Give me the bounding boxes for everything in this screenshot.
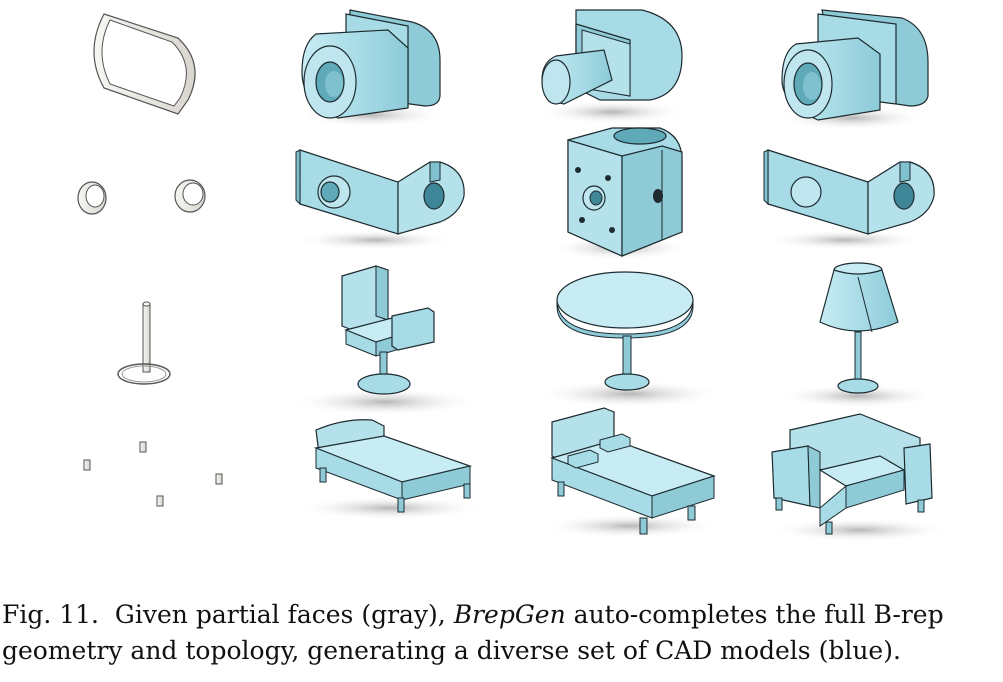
round-table-icon bbox=[535, 271, 725, 408]
office-chair-icon bbox=[290, 265, 480, 416]
partial-pole-face-icon bbox=[117, 301, 171, 385]
bed-b-icon bbox=[540, 407, 720, 538]
caption-line-1: Fig. 11. Given partial faces (gray), Bre… bbox=[2, 597, 1003, 633]
partial-ring-faces-icon bbox=[77, 179, 206, 215]
bracket-a-icon bbox=[295, 149, 465, 250]
figure-caption: Fig. 11. Given partial faces (gray), Bre… bbox=[2, 597, 1003, 669]
armchair-icon bbox=[770, 413, 950, 542]
caption-line-2: geometry and topology, generating a dive… bbox=[2, 636, 901, 665]
partial-leg-faces-icon bbox=[83, 441, 223, 507]
table-lamp-icon bbox=[778, 262, 938, 408]
caption-text-before: Given partial faces (gray), bbox=[114, 600, 446, 629]
pipe-fitting-a-icon bbox=[295, 9, 445, 127]
pipe-fitting-b-icon bbox=[537, 9, 687, 124]
block-with-holes-icon bbox=[550, 127, 690, 260]
caption-text-after: auto-completes the full B-rep bbox=[573, 600, 944, 629]
bracket-b-icon bbox=[763, 149, 935, 250]
caption-label: Fig. 11. bbox=[2, 600, 99, 629]
caption-method-name: BrepGen bbox=[453, 600, 566, 629]
bed-a-icon bbox=[295, 419, 485, 520]
results-figure bbox=[77, 9, 950, 542]
pipe-fitting-c-icon bbox=[777, 9, 929, 130]
partial-loop-faces-icon bbox=[93, 13, 196, 115]
